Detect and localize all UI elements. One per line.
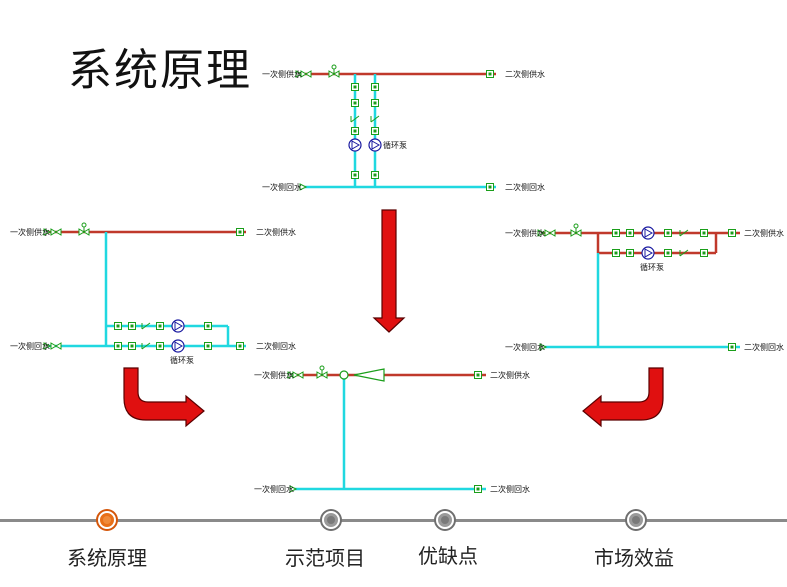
right-diagram: 一次侧供水 二次侧供水 一次侧回水 二次侧回水 循环泵 — [505, 223, 784, 352]
timeline-track — [0, 519, 787, 522]
label-primary-return: 一次侧回水 — [505, 342, 545, 352]
label-pump: 循环泵 — [640, 262, 664, 272]
label-secondary-return: 二次侧回水 — [744, 342, 784, 352]
timeline-label-demo[interactable]: 示范项目 — [285, 546, 365, 570]
timeline-label-principle[interactable]: 系统原理 — [67, 546, 147, 570]
top-diagram: 一次侧供水 二次侧供水 一次侧回水 二次侧回水 循环泵 — [262, 64, 545, 192]
page-title: 系统原理 — [68, 45, 252, 96]
arrow-left-turn-right — [123, 367, 205, 428]
label-primary-supply: 一次侧供水 — [10, 227, 50, 237]
label-primary-supply: 一次侧供水 — [254, 370, 294, 380]
label-secondary-supply: 二次侧供水 — [505, 69, 545, 79]
label-primary-supply: 一次侧供水 — [505, 228, 545, 238]
label-secondary-return: 二次侧回水 — [490, 484, 530, 494]
system-principle-diagram: 一次侧供水 二次侧供水 一次侧回水 二次侧回水 循环泵 一次侧供水 二次侧供水 … — [10, 64, 784, 494]
label-secondary-return: 二次侧回水 — [505, 182, 545, 192]
label-secondary-return: 二次侧回水 — [256, 341, 296, 351]
label-pump: 循环泵 — [170, 355, 194, 365]
label-primary-return: 一次侧回水 — [254, 484, 294, 494]
label-secondary-supply: 二次侧供水 — [490, 370, 530, 380]
label-secondary-supply: 二次侧供水 — [744, 228, 784, 238]
timeline-label-market[interactable]: 市场效益 — [594, 546, 674, 570]
arrow-down — [372, 209, 406, 333]
label-primary-return: 一次侧回水 — [10, 341, 50, 351]
left-diagram: 一次侧供水 二次侧供水 一次侧回水 二次侧回水 循环泵 — [10, 222, 296, 365]
timeline-label-pros-cons[interactable]: 优缺点 — [418, 544, 478, 568]
arrow-right-turn-left — [582, 367, 664, 428]
timeline-dot-demo[interactable] — [322, 511, 340, 529]
bottom-diagram: 一次侧供水 二次侧供水 一次侧回水 二次侧回水 — [254, 365, 530, 494]
label-primary-return: 一次侧回水 — [262, 182, 302, 192]
label-pump: 循环泵 — [383, 140, 407, 150]
label-secondary-supply: 二次侧供水 — [256, 227, 296, 237]
timeline-dot-principle[interactable] — [98, 511, 116, 529]
label-primary-supply: 一次侧供水 — [262, 69, 302, 79]
timeline-dot-market[interactable] — [627, 511, 645, 529]
timeline-dot-pros-cons[interactable] — [436, 511, 454, 529]
